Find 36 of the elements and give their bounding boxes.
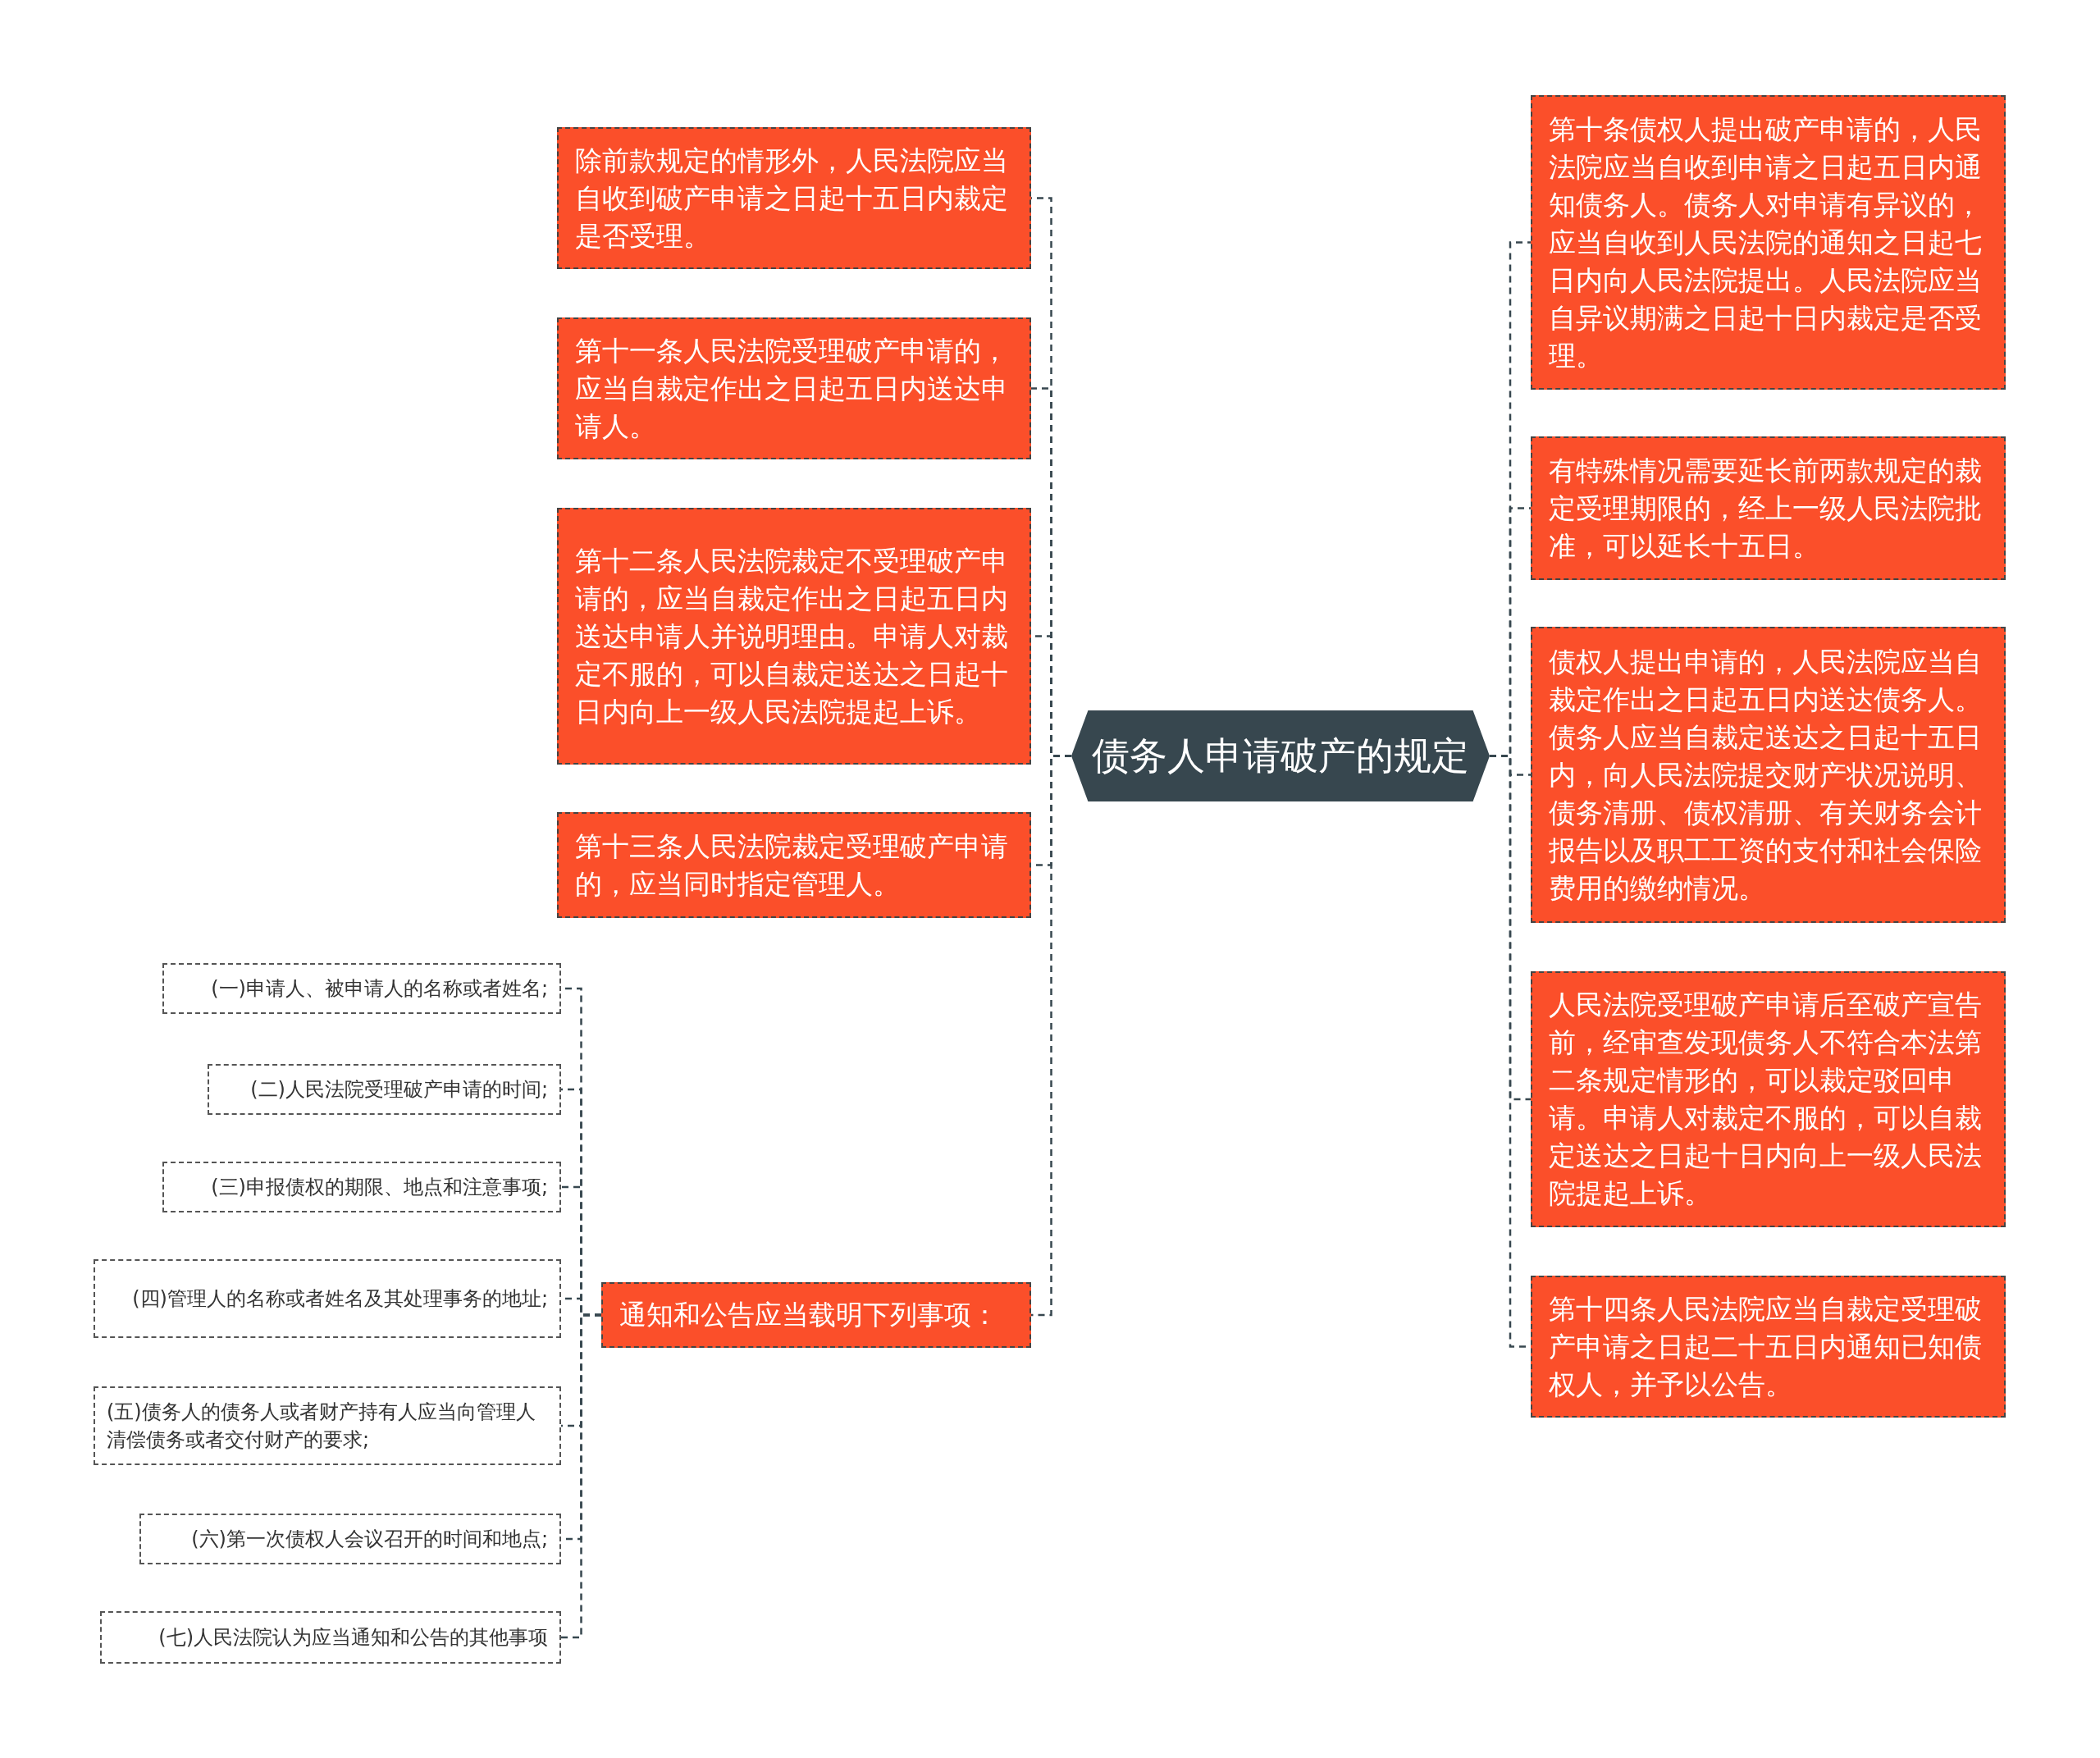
topic-text: (一)申请人、被申请人的名称或者姓名;: [211, 976, 548, 1002]
topic-box: [557, 508, 1031, 765]
topic-text: 第十条债权人提出破产申请的，人民法院应当自收到申请之日起五日内通知债务人。债务人对申请有异议的，应当自收到人民法院的通知之日起七日内向人民法院提出。人民法院应当自异议期满之日起十日内裁定是否受理。: [1549, 112, 1983, 373]
topic-box: [1531, 971, 2006, 1227]
subtopic-box: [208, 1064, 561, 1115]
topic-text: 通知和公告应当载明下列事项：: [619, 1298, 998, 1332]
topic-text: (二)人民法院受理破产申请的时间;: [250, 1077, 548, 1103]
connector: [561, 1313, 601, 1639]
topic-box: [557, 317, 1031, 459]
subtopic-box: [94, 1259, 561, 1338]
topic-box: [1531, 627, 2006, 923]
topic-text: 有特殊情况需要延长前两款规定的裁定受理期限的，经上一级人民法院批准，可以延长十五日。: [1549, 453, 1983, 564]
topic-text: (三)申报债权的期限、地点和注意事项;: [211, 1175, 548, 1200]
topic-box: [1531, 436, 2006, 580]
topic-text: 除前款规定的情形外，人民法院应当自收到破产申请之日起十五日内裁定是否受理。: [575, 143, 1009, 253]
topic-box: [557, 127, 1031, 269]
topic-box: [601, 1282, 1031, 1348]
topic-text: (四)管理人的名称或者姓名及其处理事务的地址;: [132, 1286, 548, 1312]
topic-box: [1531, 1276, 2006, 1418]
topic-text: 第十四条人民法院应当自裁定受理破产申请之日起二十五日内通知已知债权人，并予以公告。: [1549, 1291, 1983, 1402]
topic-box: [557, 812, 1031, 918]
topic-text: 第十二条人民法院裁定不受理破产申请的，应当自裁定作出之日起五日内送达申请人并说明理由。申请人对裁定不服的，可以自裁定送达之日起十日内向上一级人民法院提起上诉。: [575, 543, 1009, 729]
topic-text: 人民法院受理破产申请后至破产宣告前，经审查发现债务人不符合本法第二条规定情形的，可以裁定驳回申请。申请人对裁定不服的，可以自裁定送达之日起十日内向上一级人民法院提起上诉。: [1549, 988, 1983, 1211]
topic-text: 债务人申请破产的规定: [1092, 732, 1469, 779]
subtopic-box: [139, 1514, 561, 1564]
topic-text: 第十一条人民法院受理破产申请的，应当自裁定作出之日起五日内送达申请人。: [575, 333, 1009, 444]
subtopic-box: [162, 1162, 561, 1212]
topic-text: (五)债务人的债务人或者财产持有人应当向管理人清偿债务或者交付财产的要求;: [107, 1400, 536, 1453]
subtopic-box: [94, 1386, 561, 1465]
topic-text: (七)人民法院认为应当通知和公告的其他事项: [158, 1625, 548, 1651]
topic-text: (六)第一次债权人会议召开的时间和地点;: [191, 1527, 548, 1552]
topic-box: [1531, 95, 2006, 390]
topic-text: 第十三条人民法院裁定受理破产申请的，应当同时指定管理人。: [575, 829, 1009, 902]
topic-text: 债权人提出申请的，人民法院应当自裁定作出之日起五日内送达债务人。债务人应当自裁定送达之日起十五日内，向人民法院提交财产状况说明、债务清册、债权清册、有关财务会计报告以及职工工资的支付和社会保险费用的缴纳情况。: [1549, 644, 1983, 906]
subtopic-box: [100, 1611, 561, 1664]
subtopic-box: [162, 963, 561, 1014]
